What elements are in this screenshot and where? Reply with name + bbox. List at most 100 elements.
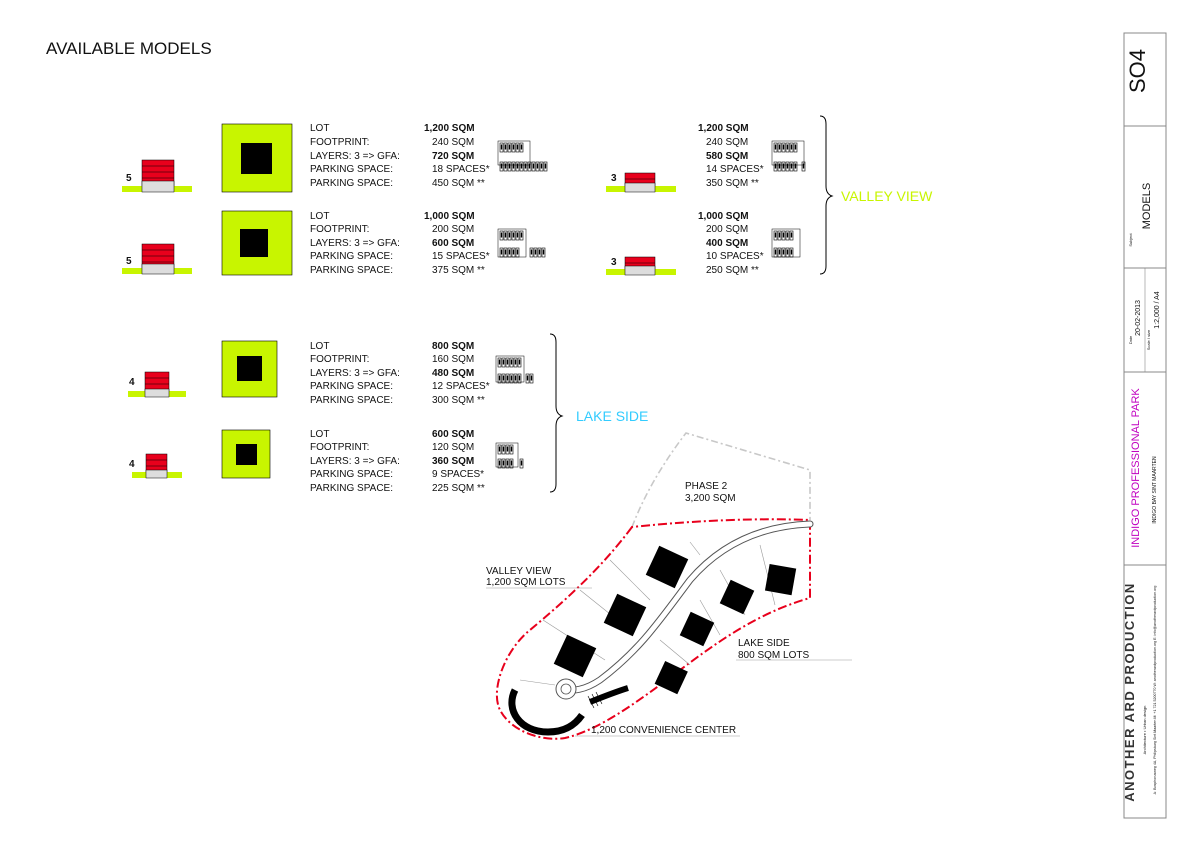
footprint-value: 200 SQM (706, 224, 748, 235)
gfa-value: 580 SQM (706, 151, 748, 162)
phase-2-title: PHASE 2 (685, 481, 728, 492)
plan-diagram (221, 340, 278, 398)
lot-value: 1,200 SQM (424, 123, 475, 134)
plan-diagram (221, 429, 271, 479)
parking-area-label: PARKING SPACE: (310, 483, 393, 494)
gfa-label: LAYERS: 3 => GFA: (310, 151, 400, 162)
scale-label: Scale / size (1146, 329, 1151, 350)
footprint-value: 200 SQM (432, 224, 474, 235)
spaces-value: 14 SPACES* (706, 164, 764, 175)
lot-value: 1,000 SQM (424, 211, 475, 222)
model-valley-2: 5 LOT FOOTPRINT: LAYERS: 3 => GFA: PARKI… (122, 210, 546, 276)
parking-area-value: 300 SQM ** (432, 395, 485, 406)
site-lake-title: LAKE SIDE (738, 638, 790, 649)
floor-count: 3 (611, 173, 617, 184)
lot-value: 600 SQM (432, 429, 474, 440)
parking-area-value: 375 SQM ** (432, 265, 485, 276)
footprint-label: FOOTPRINT: (310, 442, 369, 453)
footprint-label: FOOTPRINT: (310, 224, 369, 235)
parking-layout (495, 355, 534, 384)
parking-area-value: 250 SQM ** (706, 265, 759, 276)
footprint-value: 160 SQM (432, 354, 474, 365)
lot-label: LOT (310, 211, 329, 222)
parking-layout (771, 140, 806, 172)
lake-side-bracket (549, 333, 564, 493)
floor-count: 5 (126, 173, 132, 184)
scale-value: 1:2,000 / A4 (1154, 291, 1161, 328)
footprint-value: 120 SQM (432, 442, 474, 453)
parking-spaces-label: PARKING SPACE: (310, 381, 393, 392)
spaces-value: 12 SPACES* (432, 381, 490, 392)
lot-value: 1,200 SQM (698, 123, 749, 134)
parking-spaces-label: PARKING SPACE: (310, 251, 393, 262)
lot-label: LOT (310, 341, 329, 352)
firm-name: ANOTHER ARD PRODUCTION (1122, 582, 1137, 802)
sheet-number: SO4 (1125, 49, 1150, 93)
plan-diagram (221, 123, 293, 193)
phase-2-boundary (631, 432, 811, 528)
phase-2-area: 3,200 SQM (685, 493, 736, 504)
floor-count: 4 (129, 459, 135, 470)
valley-view-bracket (819, 115, 834, 275)
lot-value: 800 SQM (432, 341, 474, 352)
footprint-value: 240 SQM (706, 137, 748, 148)
footprint-label: FOOTPRINT: (310, 137, 369, 148)
subject-label: Subject (1128, 232, 1133, 246)
site-valley-title: VALLEY VIEW (486, 566, 552, 577)
site-valley-note: 1,200 SQM LOTS (486, 577, 566, 588)
elevation-diagram: 3 (606, 172, 676, 193)
elevation-diagram: 4 (128, 371, 186, 398)
parking-area-value: 450 SQM ** (432, 178, 485, 189)
floor-count: 3 (611, 257, 617, 268)
elevation-diagram: 4 (129, 453, 182, 479)
lot-label: LOT (310, 123, 329, 134)
parking-spaces-label: PARKING SPACE: (310, 164, 393, 175)
parking-area-label: PARKING SPACE: (310, 178, 393, 189)
gfa-value: 360 SQM (432, 456, 474, 467)
date-label: Date (1128, 335, 1133, 344)
parking-area-value: 225 SQM ** (432, 483, 485, 494)
site-lake-note: 800 SQM LOTS (738, 650, 809, 661)
gfa-value: 720 SQM (432, 151, 474, 162)
model-lake-2: 4 LOT FOOTPRINT: LAYERS: 3 => GFA: PARKI… (129, 429, 524, 494)
page-title: AVAILABLE MODELS (46, 39, 212, 58)
gfa-label: LAYERS: 3 => GFA: (310, 238, 400, 249)
parking-area-value: 350 SQM ** (706, 178, 759, 189)
lot-value: 1,000 SQM (698, 211, 749, 222)
spaces-value: 10 SPACES* (706, 251, 764, 262)
spaces-value: 15 SPACES* (432, 251, 490, 262)
model-valley-2b: 3 1,000 SQM 200 SQM 400 SQM 10 SPACES* 2… (606, 211, 801, 276)
date-value: 20-02-2013 (1135, 300, 1142, 336)
project-location: INDIGO BAY SINT MAARTEN (1152, 456, 1158, 524)
gfa-label: LAYERS: 3 => GFA: (310, 456, 400, 467)
firm-tagline: Architecture • Urban design (1142, 706, 1147, 755)
gfa-label: LAYERS: 3 => GFA: (310, 368, 400, 379)
gfa-value: 400 SQM (706, 238, 748, 249)
floor-count: 5 (126, 256, 132, 267)
floor-count: 4 (129, 377, 135, 388)
lake-side-label: LAKE SIDE (576, 408, 648, 424)
phase-1-boundary (495, 518, 811, 740)
gfa-value: 480 SQM (432, 368, 474, 379)
parking-layout (771, 228, 801, 258)
gfa-value: 600 SQM (432, 238, 474, 249)
site-convenience-label: 1,200 CONVENIENCE CENTER (591, 725, 736, 736)
site-plan: PHASE 2 3,200 SQM (486, 432, 852, 740)
spaces-value: 18 SPACES* (432, 164, 490, 175)
parking-layout (497, 228, 546, 258)
elevation-diagram: 5 (122, 243, 192, 275)
subject-value: MODELS (1141, 183, 1153, 229)
elevation-diagram: 5 (122, 159, 192, 193)
parking-layout (495, 442, 524, 469)
elevation-diagram: 3 (606, 256, 676, 276)
model-lake-1: 4 LOT FOOTPRINT: LAYERS: 3 => GFA: PARKI… (128, 340, 534, 406)
model-valley-1: 5 LOT FOOTPRINT: LAYERS: 3 => GFA: PARKI… (122, 123, 548, 193)
plan-diagram (221, 210, 293, 276)
parking-spaces-label: PARKING SPACE: (310, 469, 393, 480)
spaces-value: 9 SPACES* (432, 469, 484, 480)
footprint-label: FOOTPRINT: (310, 354, 369, 365)
firm-contact: A: Bosphorusweg 4A, Philipsburg Sint Maa… (1153, 586, 1157, 795)
parking-area-label: PARKING SPACE: (310, 395, 393, 406)
model-valley-1b: 3 1,200 SQM 240 SQM 580 SQM 14 SPACES* 3… (606, 123, 806, 193)
